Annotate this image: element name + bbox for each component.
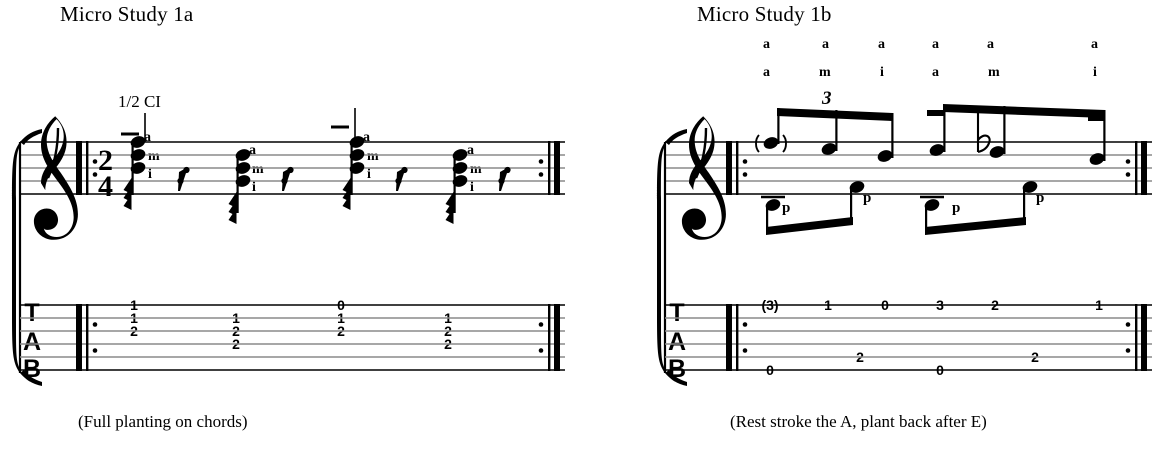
thumb-marking-p-4: p [1036,190,1045,206]
fingering-a: a [144,130,151,145]
bass-note-1 [761,195,785,233]
fingering-i: i [252,180,256,195]
tab-repeat-end-barline [538,304,560,371]
notation-staff-lines [665,141,1152,195]
system-study-1b [657,104,1152,386]
repeat-start-barline [76,141,98,195]
accidental-flat [976,112,991,154]
tab-repeat-start-barline [726,304,748,371]
treble-clef [33,116,78,240]
treble-clef-tail [694,127,708,179]
position-marking-half-barre: 1/2 CI [118,92,161,111]
tab-repeat-start-barline [76,304,98,371]
time-signature: 2 4 [98,144,113,203]
fingering-m: m [470,162,482,177]
half-barre-indicator [331,108,356,142]
fingering-top-5: a [987,37,994,52]
tuplet-number: 3 [822,88,832,109]
fingering-top-1: a [763,37,770,52]
beam-triplet [777,108,893,121]
fingering-top-6: a [1091,37,1098,52]
svg-text:2: 2 [98,144,113,177]
fingering-i: i [470,180,474,195]
thumb-marking-p-1: p [782,200,791,216]
fingering-i: i [148,167,152,182]
melody-note-ghost [755,108,787,153]
fingering-bottom-1: a [763,65,770,80]
tab-repeat-end-barline [1125,304,1147,371]
svg-text:4: 4 [98,170,113,203]
tab-staff-lines [20,304,565,371]
melody-note [927,105,946,156]
half-barre-indicator [121,113,146,142]
page-title-study-1b: Micro Study 1b [697,2,832,26]
bass-note-2 [849,181,865,223]
bass-note-4 [1022,181,1038,223]
repeat-start-barline [726,141,748,195]
melody-note [1088,110,1106,165]
chord-4 [445,149,468,224]
fingering-bottom-3: i [880,65,884,80]
beam-bass-2 [925,217,1026,235]
thumb-marking-p-2: p [863,190,872,206]
fingering-bottom-5: m [988,65,1000,80]
fingering-bottom-4: a [932,65,939,80]
fingering-a: a [249,143,256,158]
fingering-m: m [252,162,264,177]
melody-note [877,113,894,162]
tab-letter-t: T [669,298,685,327]
system-bracket [657,129,687,386]
fingering-top-3: a [878,37,885,52]
sixteenth-rest [498,166,511,191]
fingering-m: m [367,149,379,164]
chord-1 [123,136,146,210]
thumb-marking-p-3: p [952,200,961,216]
bass-note-3 [920,195,944,233]
repeat-end-barline [538,141,560,195]
fingering-bottom-6: i [1093,65,1097,80]
chord-2 [228,149,251,224]
tab-letter-a: A [22,327,42,356]
fingering-a: a [467,143,474,158]
fingering-i: i [367,167,371,182]
page-title-study-1a: Micro Study 1a [60,2,194,26]
fingering-m: m [148,149,160,164]
beam-bass-1 [766,217,853,235]
repeat-end-barline [1125,141,1147,195]
sixteenth-rest [395,166,408,191]
tab-letter-a: A [667,327,687,356]
sixteenth-rest [177,166,190,191]
fingering-bottom-2: m [819,65,831,80]
tab-staff-lines [665,304,1152,371]
caption-study-1a: (Full planting on chords) [78,412,248,431]
melody-note [989,106,1006,158]
beam-measure-2 [943,104,1105,118]
treble-clef [681,116,726,240]
system-study-1a: 2 4 [12,108,565,386]
treble-clef-tail [46,127,60,179]
fingering-top-2: a [822,37,829,52]
tab-letter-t: T [24,298,40,327]
chord-3 [342,136,365,210]
melody-note [821,110,838,155]
sixteenth-rest [281,166,294,191]
system-bracket [12,129,42,386]
fingering-top-4: a [932,37,939,52]
caption-study-1b: (Rest stroke the A, plant back after E) [730,412,987,431]
fingering-a: a [363,130,370,145]
